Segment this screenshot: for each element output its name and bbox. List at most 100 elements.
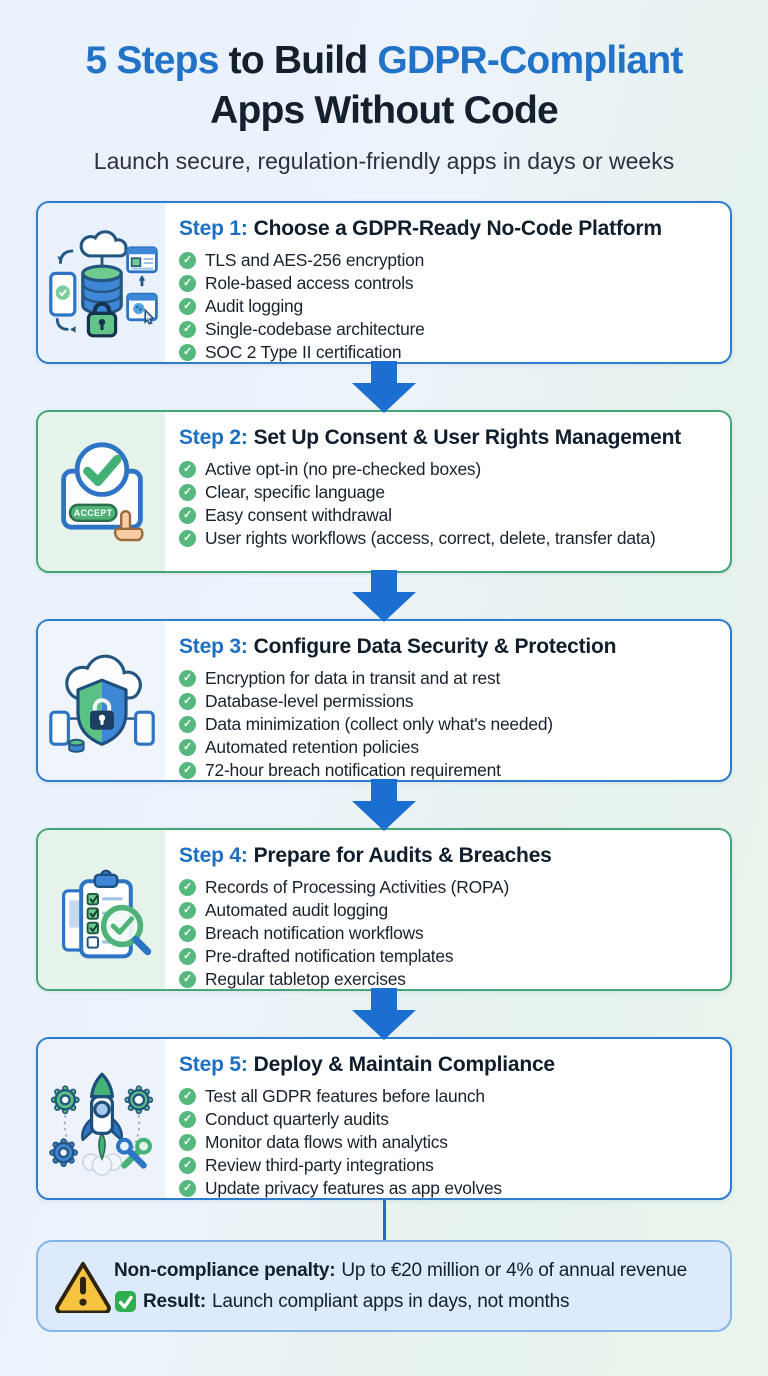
checklist-text: Review third-party integrations [205,1155,434,1175]
step-number-label: Step 1: [179,217,248,240]
step5-checklist: ✓ Test all GDPR features before launch ✓ C… [179,1086,724,1198]
checklist-text: Automated audit logging [205,900,388,920]
checklist-text: Conduct quarterly audits [205,1109,389,1129]
step-card-1: Step 1:Choose a GDPR-Ready No-Code Platf… [36,201,732,364]
footer-note: Non-compliance penalty:Up to €20 million… [36,1240,732,1332]
checklist-text: User rights workflows (access, correct, … [205,528,656,548]
check-circle-icon: ✓ [179,948,196,965]
result-label: Result: [143,1291,206,1312]
checklist-text: Easy consent withdrawal [205,505,392,525]
step-number-label: Step 2: [179,426,248,449]
checklist-item: ✓ Single-codebase architecture [179,319,724,340]
check-circle-icon: ✓ [179,321,196,338]
checklist-text: 72-hour breach notification requirement [205,760,501,780]
check-circle-icon: ✓ [179,762,196,779]
checklist-text: Regular tabletop exercises [205,969,406,989]
checklist-text: Encryption for data in transit and at re… [205,668,501,688]
checklist-item: ✓ Automated audit logging [179,900,724,921]
page-subtitle: Launch secure, regulation-friendly apps … [93,148,675,174]
checklist-text: Breach notification workflows [205,923,424,943]
gear-icon [48,1137,78,1167]
title-part-accent: 5 Steps [85,39,219,82]
check-circle-icon: ✓ [179,484,196,501]
footer-text: Non-compliance penalty:Up to €20 million… [114,1255,687,1317]
checklist-item: ✓ Update privacy features as app evolves [179,1178,724,1198]
step5-icon-panel [38,1039,165,1198]
check-circle-icon: ✓ [179,902,196,919]
checklist-item: ✓ Regular tabletop exercises [179,969,724,989]
step4-content: Step 4:Prepare for Audits & Breaches ✓Re… [165,830,730,989]
arrow-gap [36,570,732,622]
checklist-text: Records of Processing Activities (ROPA) [205,877,510,897]
down-arrow-icon [352,570,416,622]
checklist-item: ✓Records of Processing Activities (ROPA) [179,877,724,898]
step-title: Configure Data Security & Protection [253,635,617,658]
penalty-label: Non-compliance penalty: [114,1260,336,1281]
green-check-icon [114,1290,137,1313]
check-circle-icon: ✓ [179,971,196,988]
checklist-item: ✓Monitor data flows with analytics [179,1132,724,1153]
checklist-text: Test all GDPR features before launch [205,1086,485,1106]
step-number-label: Step 4: [179,844,248,867]
arrow-gap [36,779,732,831]
down-arrow-icon [352,988,416,1040]
step3-icon-panel [38,621,165,780]
step2-heading: Step 2:Set Up Consent & User Rights Mana… [179,426,724,450]
checklist-item: ✓ Audit logging [179,296,724,317]
cloud-shield-lock-icon [48,654,155,753]
step4-icon-panel [38,830,165,989]
step2-icon-panel: ACCEPT [38,412,165,571]
step1-icon-panel [38,203,165,362]
check-circle-icon: ✓ [179,739,196,756]
consent-accept-icon: ACCEPT [60,441,144,541]
no-code-platform-architecture-icon [48,229,158,337]
penalty-line: Non-compliance penalty:Up to €20 million… [114,1255,687,1286]
step-title: Choose a GDPR-Ready No-Code Platform [253,217,662,240]
title-part-accent: GDPR-Compliant [377,39,683,82]
check-circle-icon: ✓ [179,716,196,733]
check-circle-icon: ✓ [179,1157,196,1174]
check-circle-icon: ✓ [179,1180,196,1197]
result-line: Result: Launch compliant apps in days, no… [114,1286,687,1317]
checklist-text: Pre-drafted notification templates [205,946,454,966]
checklist-item: ✓ Easy consent withdrawal [179,505,724,526]
checklist-text: Automated retention policies [205,737,419,757]
step1-content: Step 1:Choose a GDPR-Ready No-Code Platf… [165,203,730,362]
check-circle-icon: ✓ [179,1088,196,1105]
step-number-label: Step 3: [179,635,248,658]
checklist-item: ✓Role-based access controls [179,273,724,294]
checklist-item: ✓ Breach notification workflows [179,923,724,944]
checklist-item: ✓ 72-hour breach notification requirement [179,760,724,780]
check-circle-icon: ✓ [179,507,196,524]
arrow-gap [36,361,732,413]
check-circle-icon: ✓ [179,1134,196,1151]
down-arrow-icon [352,779,416,831]
check-circle-icon: ✓ [179,252,196,269]
step3-content: Step 3:Configure Data Security & Protect… [165,621,730,780]
check-circle-icon: ✓ [179,461,196,478]
connector-line [382,1200,386,1240]
step-card-3: Step 3:Configure Data Security & Protect… [36,619,732,782]
step-title: Deploy & Maintain Compliance [253,1053,555,1076]
step-card-5: Step 5:Deploy & Maintain Compliance ✓ Tes… [36,1037,732,1200]
title-part-dark: to Build [218,39,378,82]
checklist-item: ✓TLS and AES-256 encryption [179,250,724,271]
gear-icon [123,1084,153,1114]
checklist-text: Data minimization (collect only what's n… [205,714,553,734]
step-number-label: Step 5: [179,1053,248,1076]
step-card-4: Step 4:Prepare for Audits & Breaches ✓Re… [36,828,732,991]
step3-heading: Step 3:Configure Data Security & Protect… [179,635,724,659]
checklist-item: ✓ Conduct quarterly audits [179,1109,724,1130]
check-circle-icon: ✓ [179,298,196,315]
infographic: 5 Steps to Build GDPR-Compliant Apps Wit… [36,39,732,1332]
check-circle-icon: ✓ [179,925,196,942]
checklist-text: Clear, specific language [205,482,385,502]
checklist-text: Single-codebase architecture [205,319,425,339]
check-circle-icon: ✓ [179,344,196,361]
checklist-text: Audit logging [205,296,303,316]
accept-button-label: ACCEPT [73,508,112,518]
check-circle-icon: ✓ [179,1111,196,1128]
hand-cursor-icon [113,509,144,541]
result-value: Launch compliant apps in days, not month… [212,1291,570,1312]
checklist-text: Update privacy features as app evolves [205,1178,502,1198]
